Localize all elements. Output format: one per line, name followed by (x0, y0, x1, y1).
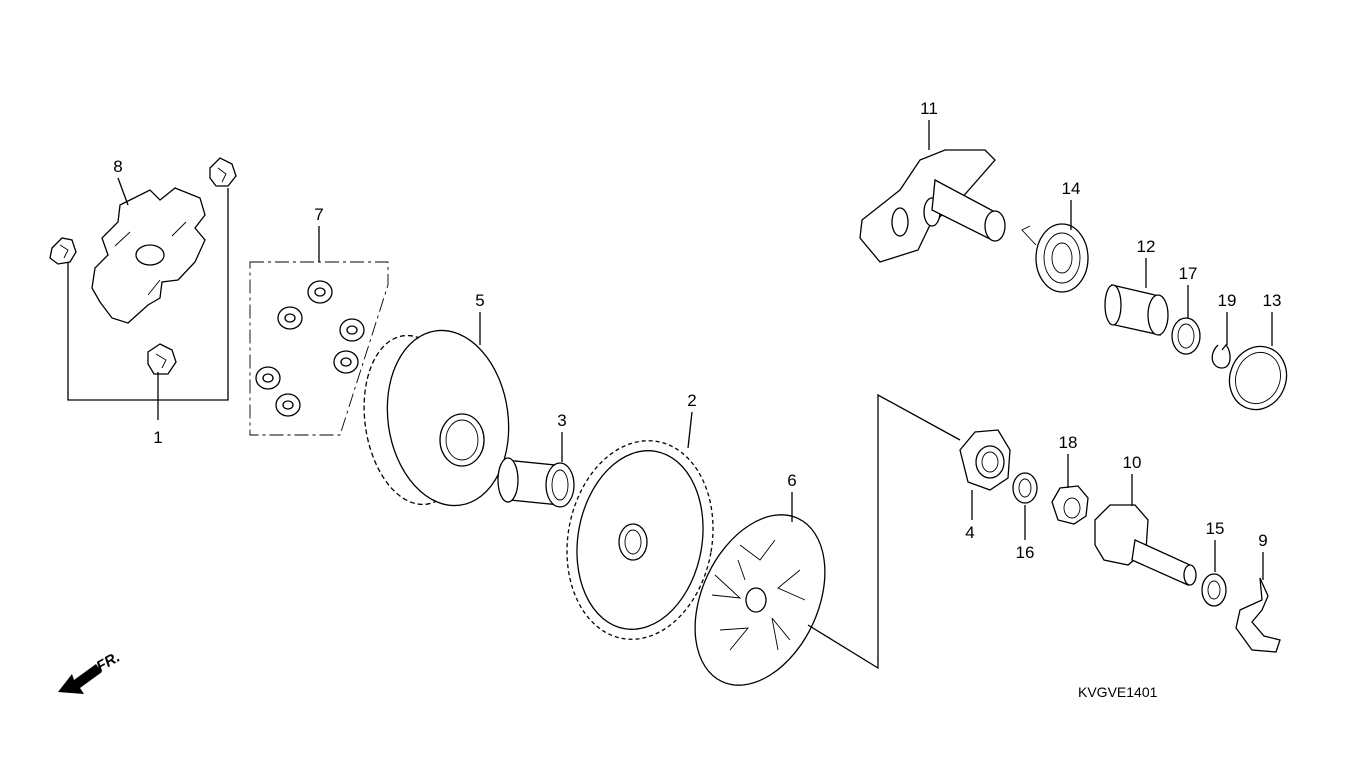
leader-line-2 (687, 411, 693, 449)
callout-15: 15 (1206, 519, 1225, 538)
callout-7: 7 (314, 205, 323, 224)
callout-14: 14 (1062, 179, 1081, 198)
circlip-part[interactable] (1211, 343, 1231, 369)
leader-line-8 (117, 177, 129, 206)
drive-pulley-face-part[interactable] (354, 323, 520, 514)
one-way-clutch-part[interactable] (959, 429, 1011, 491)
slider-piece[interactable] (209, 157, 237, 187)
callout-11: 11 (920, 99, 938, 118)
kick-bushing-part[interactable] (1104, 284, 1169, 336)
nut-part[interactable] (1051, 485, 1089, 525)
shaft-axis-line (807, 393, 961, 670)
callout-17: 17 (1179, 264, 1198, 283)
callout-16: 16 (1016, 543, 1035, 562)
kick-spring-part[interactable] (1021, 223, 1089, 293)
callout-2: 2 (687, 391, 696, 410)
weight-roller-set[interactable] (249, 261, 389, 436)
callout-10: 10 (1123, 453, 1142, 472)
callout-3: 3 (557, 411, 566, 430)
callout-9: 9 (1258, 531, 1267, 550)
retaining-clip-part[interactable] (1235, 577, 1281, 653)
sleeve-collar-part[interactable] (497, 457, 575, 508)
kick-spindle-part[interactable] (859, 149, 1006, 263)
callout-19: 19 (1218, 291, 1237, 310)
washer-part[interactable] (1171, 317, 1201, 355)
callout-6: 6 (787, 471, 796, 490)
slider-piece[interactable] (49, 237, 77, 265)
ramp-plate-part[interactable] (91, 187, 206, 324)
drive-face-fan-part[interactable] (669, 494, 850, 706)
washer-part[interactable] (1201, 573, 1227, 607)
seal-ring-part[interactable] (1221, 338, 1296, 417)
drawing-code: KVGVE1401 (1078, 684, 1158, 700)
callout-1: 1 (153, 428, 162, 447)
callout-18: 18 (1059, 433, 1078, 452)
callout-4: 4 (965, 523, 974, 542)
starter-pinion-part[interactable] (1094, 504, 1197, 586)
front-direction-arrow-icon (58, 664, 102, 694)
callout-12: 12 (1137, 237, 1156, 256)
slider-piece[interactable] (147, 343, 177, 375)
callout-13: 13 (1263, 291, 1282, 310)
washer-part[interactable] (1012, 472, 1038, 504)
starter-gear-part[interactable] (552, 429, 729, 651)
callout-5: 5 (475, 291, 484, 310)
callout-8: 8 (113, 157, 122, 176)
leader-line-1 (67, 188, 229, 420)
